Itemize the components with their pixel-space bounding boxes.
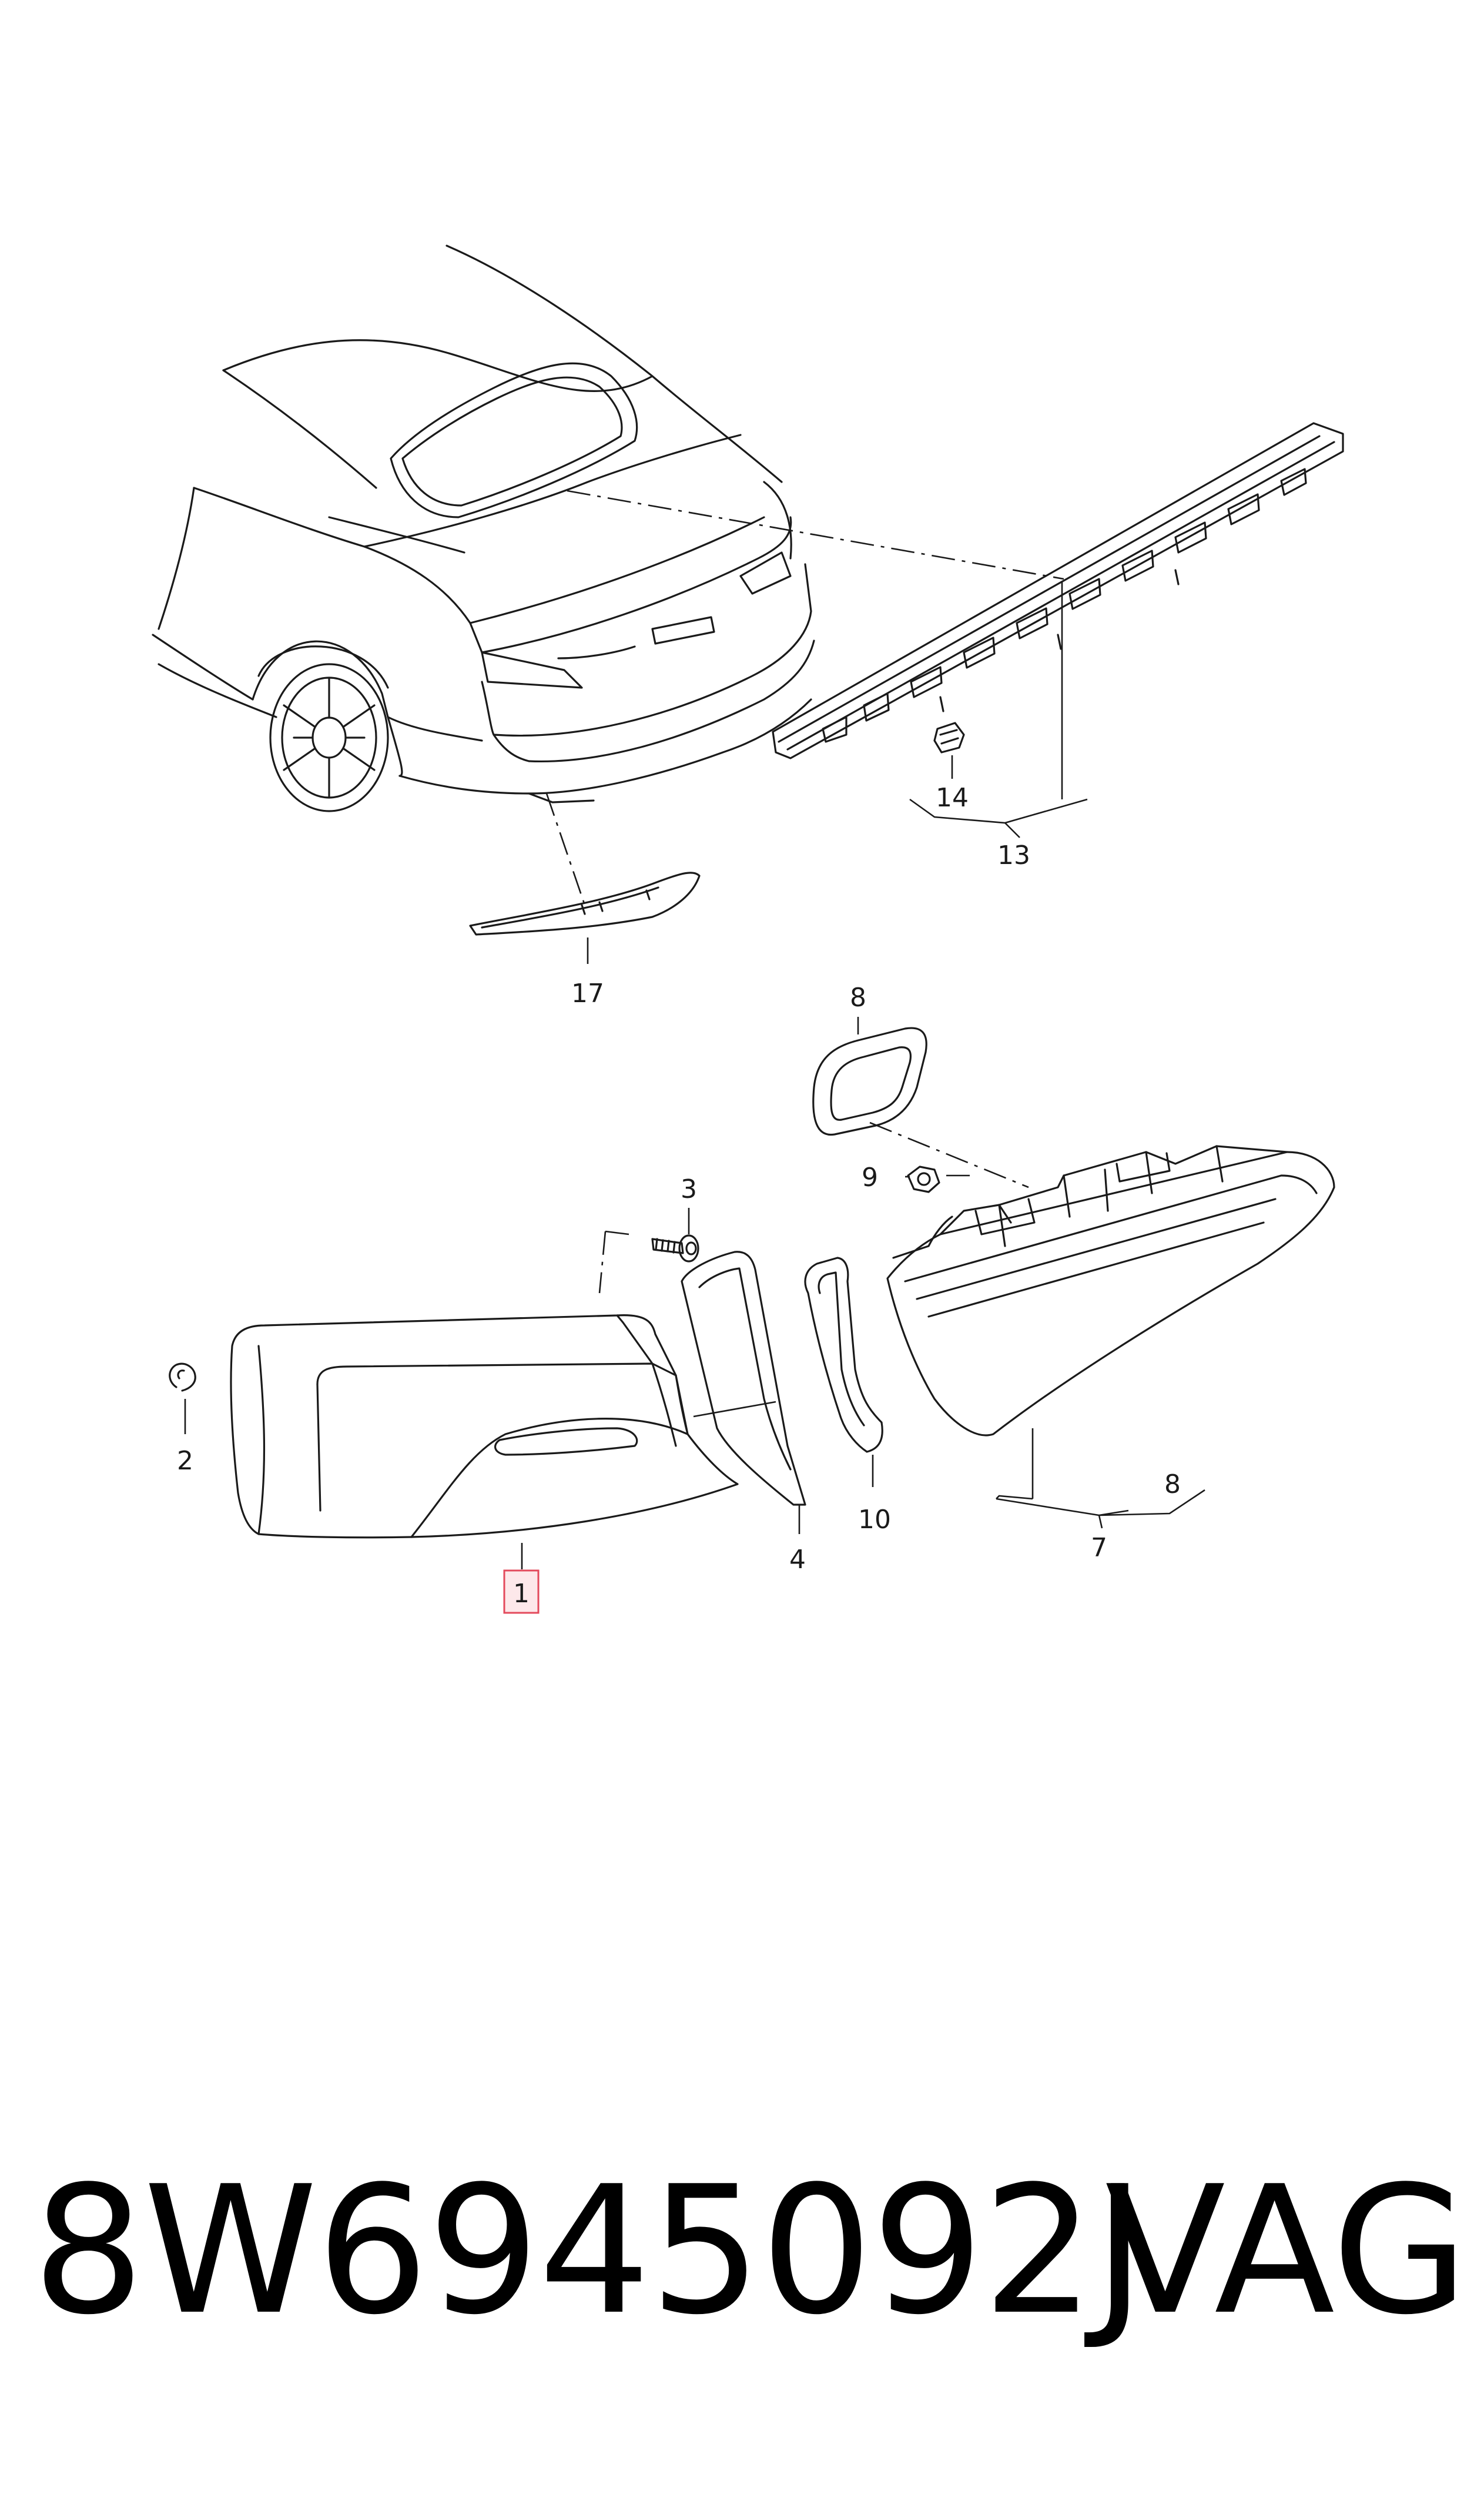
callout-3: 3 xyxy=(681,1174,697,1204)
footer: 8W6945092J VAG xyxy=(0,2128,1484,2375)
callout-7: 7 xyxy=(1091,1533,1107,1563)
callout-9: 9 xyxy=(862,1163,878,1193)
part-9-nut xyxy=(907,1166,940,1193)
callout-13: 13 xyxy=(997,841,1030,870)
part-1-outer-tail-light xyxy=(230,1314,739,1539)
callout-10: 10 xyxy=(858,1505,891,1535)
part-4-trim-cover xyxy=(681,1251,806,1506)
part-10-seal xyxy=(804,1257,883,1453)
callout-8-lower: 8 xyxy=(1164,1469,1181,1499)
callout-17: 17 xyxy=(571,979,604,1009)
part-8-gasket xyxy=(812,1027,927,1136)
callout-8-upper: 8 xyxy=(850,983,866,1013)
leader-lines xyxy=(184,490,1205,1569)
part-17-bumper-trim-strip xyxy=(469,872,701,936)
part-7-inner-tail-light xyxy=(886,1145,1335,1437)
part-13-trunk-trim-rail xyxy=(772,422,1344,759)
highlighted-callout-box xyxy=(503,1569,540,1614)
part-2-clip xyxy=(169,1362,196,1392)
callout-4: 4 xyxy=(789,1545,806,1575)
callout-2: 2 xyxy=(177,1446,193,1476)
callout-1: 1 xyxy=(513,1579,530,1609)
brand-name: VAG xyxy=(1105,2148,1469,2353)
part-number: 8W6945092J xyxy=(32,2148,1145,2353)
car-rear-illustration xyxy=(152,245,815,812)
callout-labels: 1 2 3 4 7 8 8 9 10 13 14 17 xyxy=(177,783,1181,1609)
callout-14: 14 xyxy=(936,783,969,813)
part-14-clip xyxy=(933,722,965,754)
part-3-screw xyxy=(651,1234,699,1263)
